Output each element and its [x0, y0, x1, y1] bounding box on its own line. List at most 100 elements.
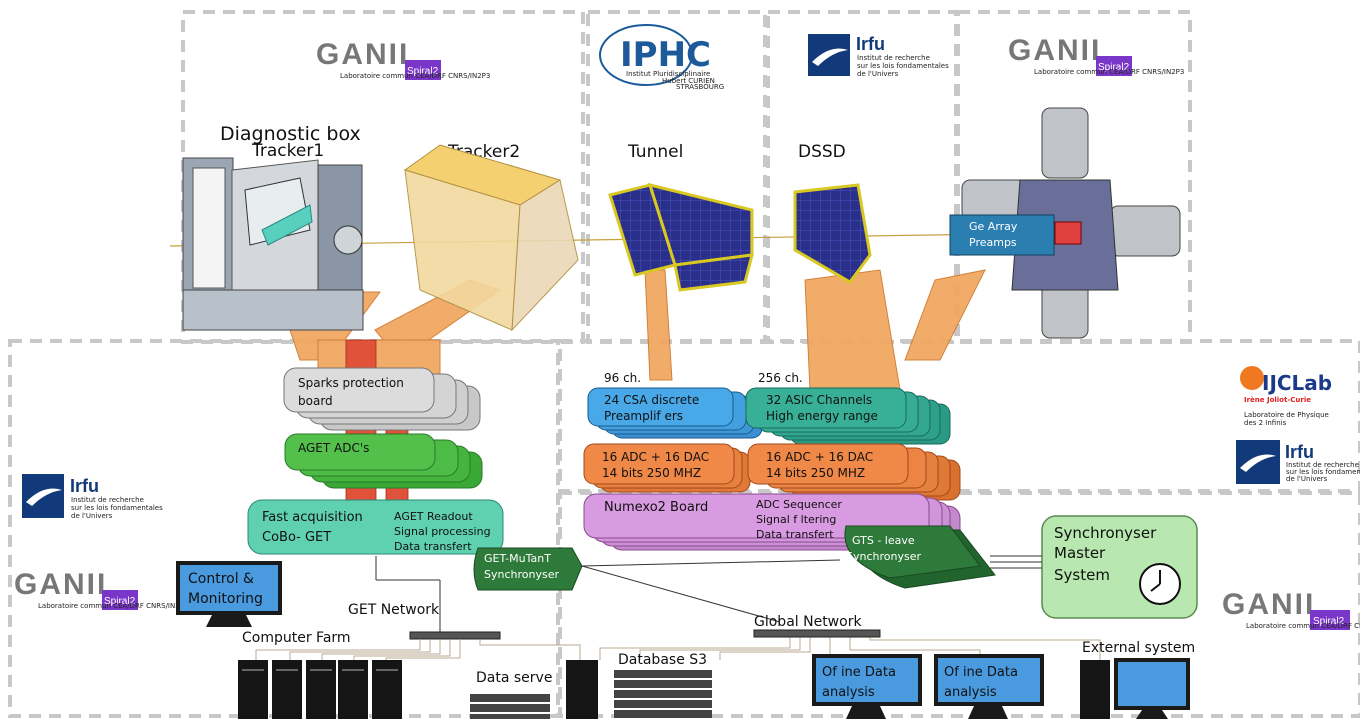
ge-array-label-line1: Ge Array — [969, 220, 1018, 233]
irfu-logo-left: Irfu Institut de recherche sur les lois … — [22, 474, 163, 520]
adc-right-card — [747, 443, 909, 485]
diagnostic-base — [182, 289, 364, 331]
external-label: External system — [1082, 640, 1195, 656]
csa-line2: Preamplif ers — [604, 409, 683, 423]
ganil-subtitle: Laboratoire commun CEA/DRF CNRS/IN2P3 — [1246, 622, 1360, 630]
database-rack-3 — [614, 690, 712, 698]
data-server: Data serve — [470, 660, 598, 719]
iphc-sub-line3: STRASBOURG — [676, 83, 724, 91]
external-system: External system — [1080, 640, 1195, 719]
asic-line1: 32 ASIC Channels — [766, 393, 872, 407]
offline-analysis-1: Of ine Data analysis — [812, 654, 922, 719]
ijclab-sub-line3: des 2 Infinis — [1244, 419, 1287, 427]
dssd-plate — [793, 183, 872, 284]
farm-server-4 — [338, 660, 368, 719]
ijclab-logo: IJCLab Irène Joliot-Curie Laboratoire de… — [1240, 366, 1332, 427]
wire-farm-1 — [255, 639, 421, 660]
offline1-line1: Of ine Data — [822, 665, 896, 680]
fast-acq-line2: CoBo- GET — [262, 530, 331, 545]
network-wires — [255, 636, 1101, 660]
ijclab-wordmark: IJCLab — [1262, 371, 1332, 395]
offline1-line2: analysis — [822, 685, 875, 700]
offline1-screen — [816, 658, 918, 702]
get-mutant-synchronyser: GET-MuTanT Synchronyser — [473, 547, 583, 591]
wire-global-1 — [599, 636, 791, 660]
diagnostic-port — [333, 225, 363, 255]
spiral2-label: Spiral2 — [407, 66, 439, 77]
ge-core — [1054, 221, 1082, 245]
data-server-rack-1 — [470, 694, 550, 702]
sync-lines — [375, 555, 1042, 632]
ge-detector-top — [1041, 107, 1089, 179]
sparks-label-line1: Sparks protection — [298, 376, 404, 390]
ijclab-sub-line2: Laboratoire de Physique — [1244, 411, 1329, 419]
asic-channels: 32 ASIC Channels High energy range — [745, 387, 951, 445]
ijclab-sub-line1: Irène Joliot-Curie — [1244, 396, 1311, 404]
csa-card — [587, 387, 734, 427]
control-monitor-screen — [180, 565, 278, 611]
adc-right-line2: 14 bits 250 MHZ — [766, 466, 865, 480]
ganil-subtitle: Laboratoire commun CEA/DRF CNRS/IN2P3 — [340, 72, 490, 80]
tracker2-side — [511, 179, 579, 332]
offline1-stand — [846, 706, 886, 719]
aget-readout-line2: Signal processing — [394, 525, 491, 538]
control-line1: Control & — [188, 571, 254, 587]
wire-get-to-server — [479, 639, 581, 660]
irfu-sub-line1: Institut de recherche — [71, 496, 144, 504]
ge-preamps-box — [949, 214, 1055, 256]
irfu-logo-right: Irfu Institut de recherche sur les lois … — [1236, 440, 1360, 484]
irfu-sub-line1: Institut de recherche — [1286, 461, 1359, 469]
irfu-wordmark: Irfu — [70, 476, 99, 496]
tracker2: Tracker2 — [403, 142, 579, 332]
data-server-rack-2 — [470, 704, 550, 712]
dssd: DSSD — [793, 142, 872, 284]
offline2-screen — [938, 658, 1040, 702]
csa-preamps: 24 CSA discrete Preamplif ers — [587, 387, 763, 439]
aget-readout-line1: AGET Readout — [394, 510, 473, 523]
database-rack-2 — [614, 680, 712, 688]
ganil-logo-top-left: GANIL Spiral2 Laboratoire commun CEA/DRF… — [316, 38, 490, 80]
numexo2-board: Numexo2 Board ADC Sequencer Signal f lte… — [583, 493, 961, 551]
ganil-wordmark: GANIL — [14, 568, 117, 601]
spiral2-label: Spiral2 — [104, 596, 136, 607]
spiral2-badge — [1096, 56, 1132, 76]
adc-left-card — [583, 443, 735, 485]
tunnel-label: Tunnel — [627, 142, 683, 162]
ge-array: Ge Array Preamps — [949, 107, 1181, 339]
irfu-sub-line3: de l'Univers — [857, 70, 899, 78]
get-network-label: GET Network — [348, 602, 440, 618]
irfu-logo-top: Irfu Institut de recherche sur les lois … — [808, 34, 949, 78]
spiral2-badge — [102, 590, 138, 610]
gts-line2: Synchronyser — [846, 550, 921, 563]
tracker1-label: Tracker1 — [251, 141, 324, 161]
wire-global-6 — [869, 636, 1101, 660]
control-monitoring: Control & Monitoring — [176, 561, 282, 627]
gts-leave-synchronyser: GTS - leave Synchronyser — [844, 525, 996, 589]
ch96-label: 96 ch. — [604, 371, 641, 385]
wire-farm-4 — [353, 639, 451, 660]
gts-shape — [844, 525, 981, 579]
offline2-line2: analysis — [944, 685, 997, 700]
control-monitor-stand — [206, 615, 252, 627]
database-s3: Database S3 — [614, 652, 712, 718]
ge-array-label-line2: Preamps — [969, 236, 1017, 249]
irfu-sub-line3: de l'Univers — [71, 512, 113, 520]
get-network-switch — [409, 631, 501, 640]
adc-left-line1: 16 ADC + 16 DAC — [602, 450, 709, 464]
irfu-swoosh-icon — [1240, 454, 1276, 472]
farm-server-5 — [372, 660, 402, 719]
irfu-sub-line2: sur les lois fondamentales — [1286, 468, 1360, 476]
numexo-label: Numexo2 Board — [604, 500, 708, 515]
numexo-desc-line3: Data transfert — [756, 528, 834, 541]
adc-left-line2: 14 bits 250 MHZ — [602, 466, 701, 480]
aget-card — [284, 433, 436, 471]
irfu-sub-line3: de l'Univers — [1286, 475, 1328, 483]
iphc-sub-line2: Hubert CURIEN — [662, 77, 715, 85]
spiral2-badge — [1310, 610, 1350, 630]
sparks-label-line2: board — [298, 394, 333, 408]
database-rack-4 — [614, 700, 712, 708]
ganil-logo-right: GANIL Spiral2 Laboratoire commun CEA/DRF… — [1222, 588, 1360, 630]
flex-cable-tunnel — [644, 269, 673, 381]
numexo-card — [583, 493, 930, 539]
iphc-wordmark: IPHC — [620, 35, 711, 75]
